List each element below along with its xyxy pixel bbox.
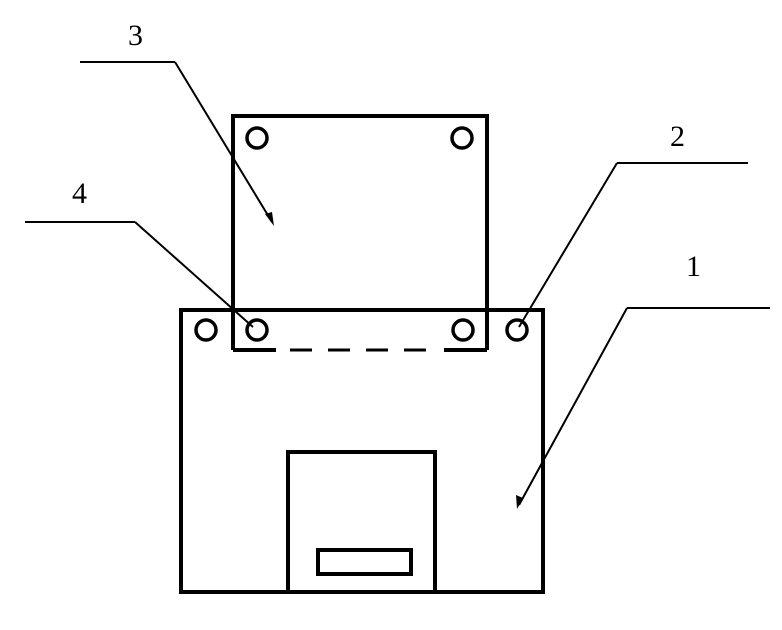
- upper-plate-hole-top-right: [450, 126, 474, 150]
- leader-2-diagonal: [518, 162, 618, 328]
- panel-slot: [316, 548, 413, 576]
- upper-plate: [231, 114, 489, 350]
- leader-3-arrowhead: [265, 212, 274, 226]
- label-3: 3: [128, 19, 143, 52]
- label-4: 4: [72, 177, 87, 210]
- leader-1-diagonal: [518, 307, 628, 506]
- label-1: 1: [686, 250, 701, 283]
- label-2: 2: [670, 120, 685, 153]
- front-panel: [286, 450, 437, 594]
- body-hole-right: [505, 318, 529, 342]
- leader-1-arrowhead: [516, 495, 523, 509]
- body-hole-left: [194, 318, 218, 342]
- upper-plate-hole-top-left: [245, 126, 269, 150]
- leader-4-diagonal: [134, 221, 254, 328]
- upper-plate-hole-bottom-right: [451, 318, 475, 342]
- leader-3-diagonal: [174, 61, 273, 223]
